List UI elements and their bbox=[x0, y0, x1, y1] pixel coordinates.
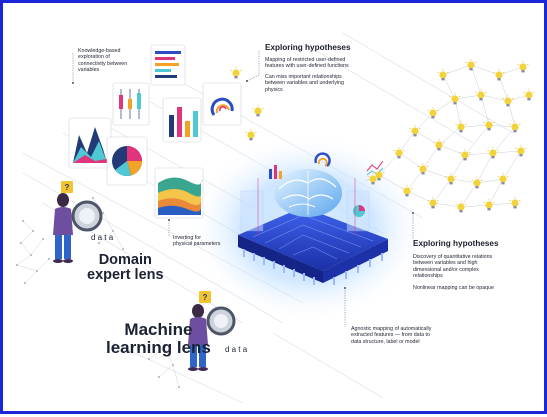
brain-icon bbox=[274, 169, 342, 217]
hypotheses-top: Exploring hypotheses Mapping of restrict… bbox=[265, 43, 385, 93]
card-stack-domain bbox=[68, 44, 242, 219]
ml-data-label: data bbox=[225, 345, 250, 354]
card-bars-right bbox=[162, 97, 202, 143]
svg-text:?: ? bbox=[65, 183, 70, 192]
card-candlestick bbox=[112, 82, 150, 126]
domain-lens-title: Domain expert lens bbox=[87, 252, 164, 284]
hypotheses-top-heading: Exploring hypotheses bbox=[265, 43, 351, 52]
svg-text:?: ? bbox=[203, 293, 208, 302]
domain-expert-figure: ? bbox=[53, 181, 103, 263]
hypotheses-top-p2: Can miss important relationships between… bbox=[265, 73, 344, 93]
card-line-chart bbox=[150, 44, 186, 86]
hypotheses-right: Exploring hypotheses Discovery of quanti… bbox=[413, 239, 543, 291]
floating-donut-icon bbox=[314, 152, 331, 167]
ml-person-figure: ? bbox=[188, 291, 236, 371]
annotation-agnostic: Agnostic mapping of automatically extrac… bbox=[351, 326, 432, 345]
annotation-inverting: Inverting for physical parameters bbox=[173, 235, 221, 248]
ml-chip bbox=[238, 152, 388, 285]
annotation-knowledge: Knowledge-based exploration of connectiv… bbox=[78, 48, 128, 74]
hypotheses-right-p2: Nonlinear mapping can be opaque bbox=[413, 284, 494, 291]
hypotheses-right-heading: Exploring hypotheses bbox=[413, 239, 499, 248]
hypotheses-right-p1: Discovery of quantitative relations betw… bbox=[413, 254, 493, 280]
card-pie-chart bbox=[106, 136, 148, 186]
card-arc-chart bbox=[202, 82, 242, 126]
illustration: ? ? bbox=[16, 32, 535, 404]
leader-lines bbox=[72, 51, 414, 327]
floating-bar-icon bbox=[269, 165, 282, 179]
domain-data-label: data bbox=[91, 233, 116, 242]
floating-pie-icon bbox=[353, 205, 365, 217]
ml-lens-title: Machine learning lens bbox=[106, 320, 211, 357]
hypotheses-top-p1: Mapping of restricted user-defined featu… bbox=[265, 57, 349, 70]
card-geology-map bbox=[154, 167, 204, 219]
card-area-chart bbox=[68, 117, 112, 169]
